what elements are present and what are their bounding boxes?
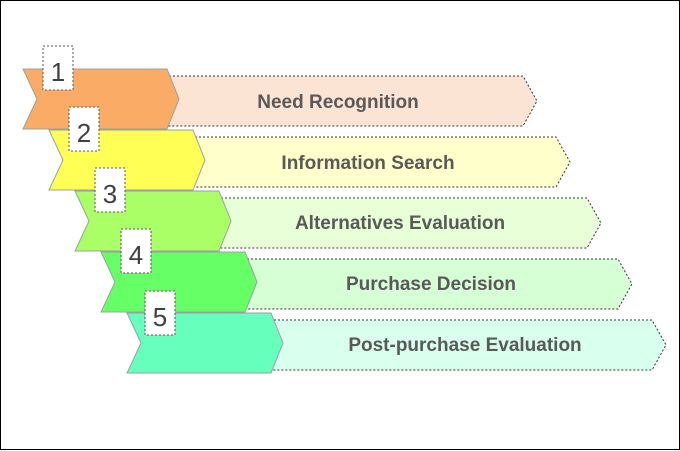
step-2-number: 2 <box>77 118 91 148</box>
step-3: 3 Alternatives Evaluation <box>74 167 602 252</box>
step-5: 5 Post-purchase Evaluation <box>126 290 667 374</box>
step-2-label: Information Search <box>281 153 454 174</box>
step-4-label: Purchase Decision <box>346 274 516 295</box>
step-2-band <box>186 136 571 188</box>
step-4-number-box <box>120 228 152 274</box>
step-4-number: 4 <box>129 240 143 270</box>
step-4: 4 Purchase Decision <box>100 228 633 313</box>
step-5-number-box <box>144 290 176 336</box>
step-3-number-box <box>94 167 126 213</box>
step-1: 1 Need Recognition <box>22 45 538 130</box>
step-1-label: Need Recognition <box>257 92 419 113</box>
step-2-number-box <box>68 106 100 152</box>
step-4-band <box>238 258 633 310</box>
step-5-number: 5 <box>153 302 167 332</box>
step-5-label: Post-purchase Evaluation <box>348 335 581 356</box>
step-1-number-box <box>42 45 74 91</box>
step-3-label: Alternatives Evaluation <box>295 213 505 234</box>
step-2: 2 Information Search <box>48 106 571 191</box>
step-1-number: 1 <box>51 57 65 87</box>
step-3-number: 3 <box>103 179 117 209</box>
